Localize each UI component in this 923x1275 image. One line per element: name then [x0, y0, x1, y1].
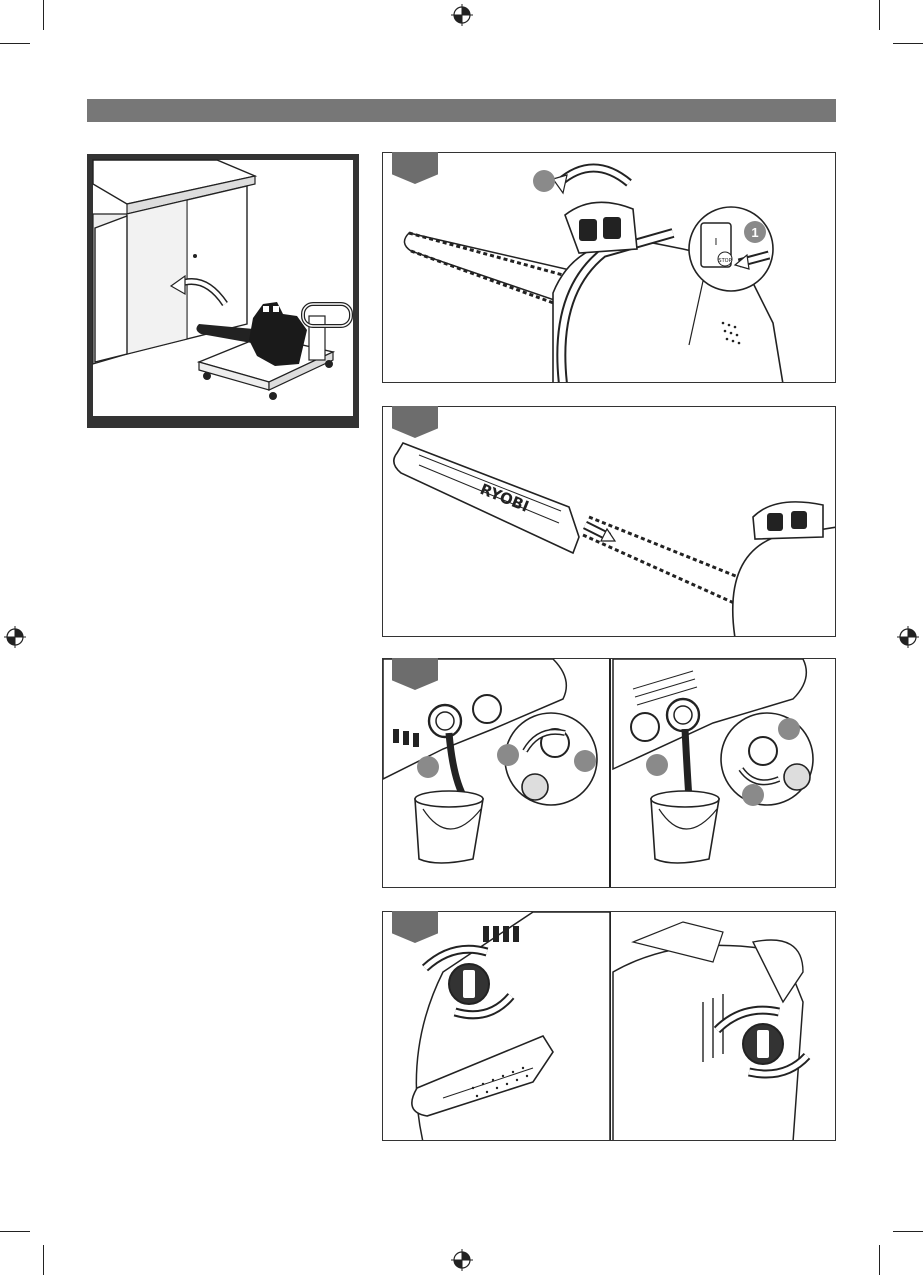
step-4-panel — [382, 911, 836, 1141]
step-3-callout-c — [574, 750, 596, 772]
storage-illustration — [87, 154, 359, 428]
step-3-callout-b — [497, 744, 519, 766]
crop-mark-top-right-v — [879, 0, 880, 30]
step-1-callout-blank — [533, 170, 555, 192]
crop-mark-top-right-h — [893, 43, 923, 44]
chainsaw-chain-brake-drawing: I STOP — [383, 153, 836, 383]
registration-left-icon — [4, 626, 26, 648]
tank-draining-drawing — [383, 659, 836, 888]
stop-label: STOP — [718, 258, 731, 264]
on-symbol: I — [715, 237, 718, 248]
step-3-callout-a — [417, 756, 439, 778]
step-1-callout-power-switch: 1 — [744, 221, 766, 243]
step-3-panel — [382, 658, 836, 888]
crop-mark-bottom-left-v — [43, 1245, 44, 1275]
step-2-panel: RYOBI — [382, 406, 836, 637]
section-header-bar — [87, 99, 836, 122]
step-1-panel: I STOP — [382, 152, 836, 383]
bar-cover-removal-drawing: RYOBI — [383, 407, 836, 637]
cap-tightening-drawing — [383, 912, 836, 1141]
registration-top-icon — [451, 4, 473, 26]
step-3-callout-f — [742, 784, 764, 806]
crop-mark-bottom-right-v — [879, 1245, 880, 1275]
registration-right-icon — [897, 626, 919, 648]
crop-mark-top-left-v — [43, 0, 44, 30]
step-3-callout-d — [646, 754, 668, 776]
registration-bottom-icon — [451, 1249, 473, 1271]
crop-mark-bottom-left-h — [0, 1231, 30, 1232]
crop-mark-top-left-h — [0, 43, 30, 44]
storage-cabinet-drawing — [87, 154, 359, 428]
crop-mark-bottom-right-h — [893, 1231, 923, 1232]
step-3-callout-e — [778, 718, 800, 740]
